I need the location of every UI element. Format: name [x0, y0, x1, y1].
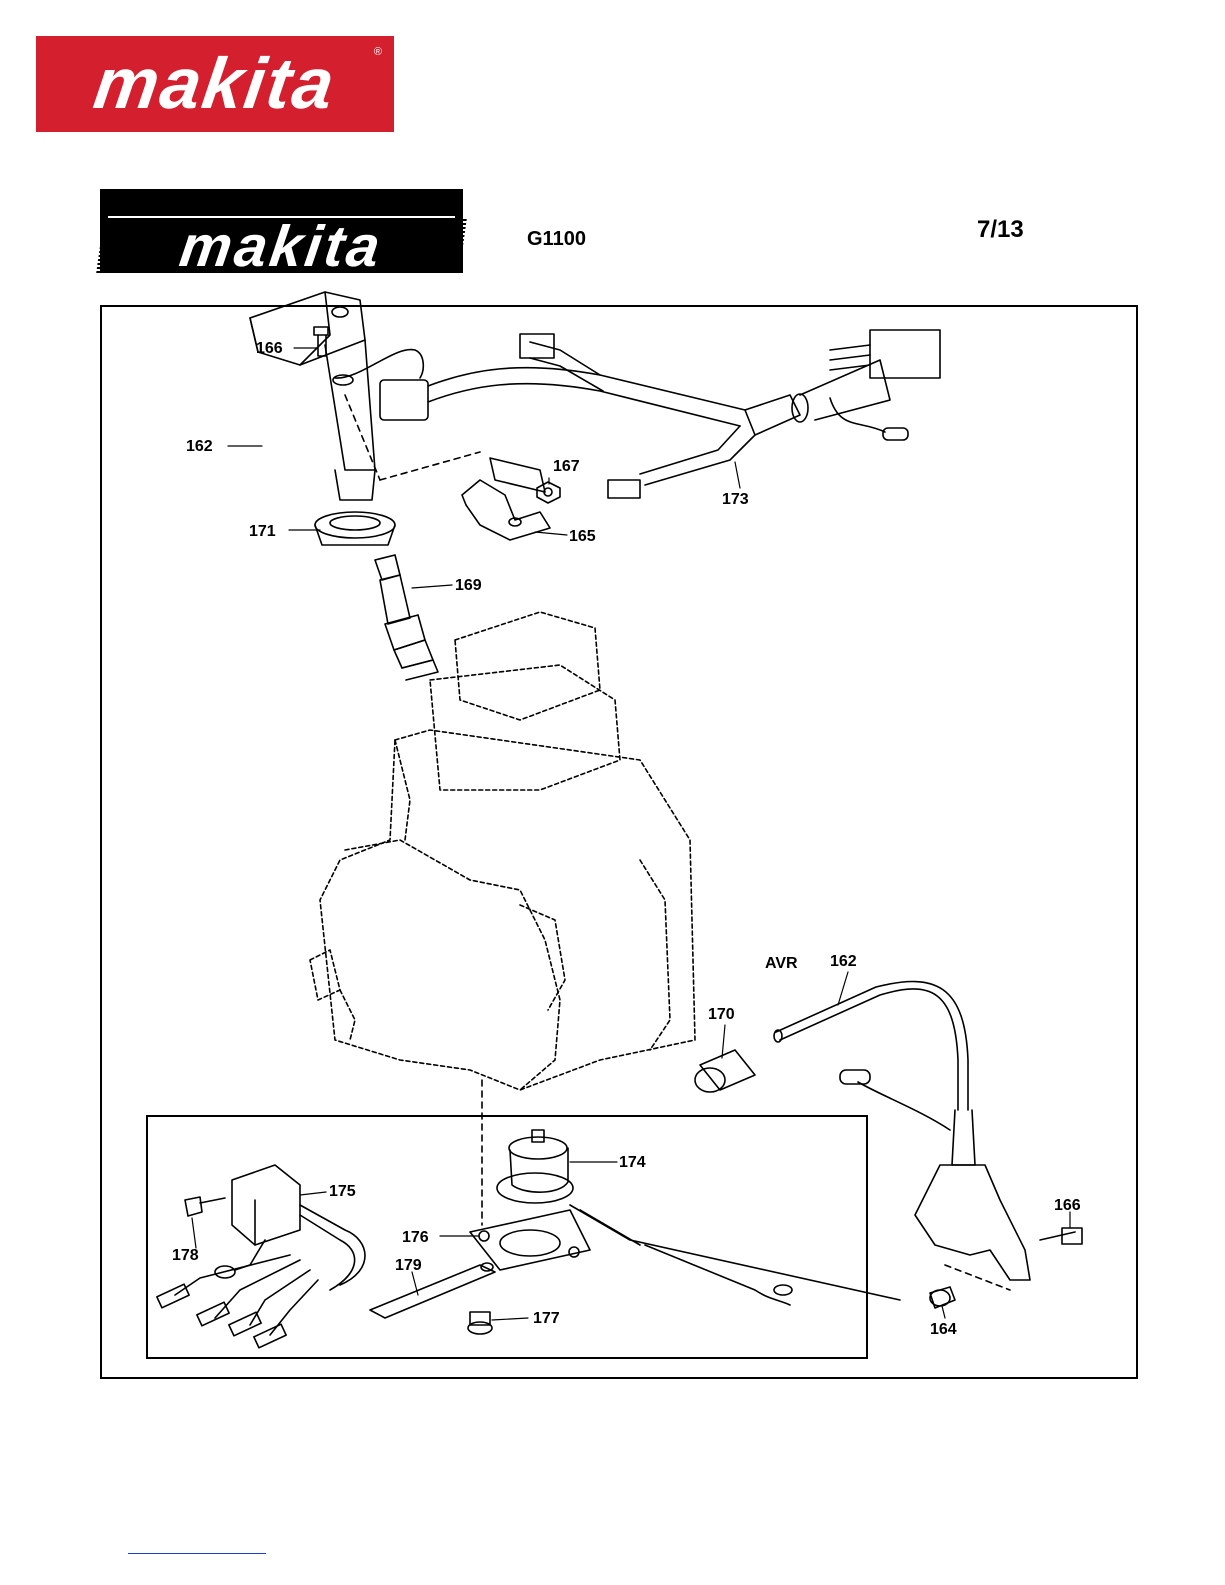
cap-170: [695, 1050, 755, 1092]
label-176: 176: [402, 1229, 429, 1246]
label-178: 178: [172, 1247, 199, 1264]
ignition-coil-cap: [250, 292, 375, 500]
label-173: 173: [722, 491, 749, 508]
label-171: 171: [249, 523, 276, 540]
grommet-171: [315, 512, 395, 545]
label-162-cap: 162: [186, 438, 213, 455]
ground-wire: [335, 350, 423, 379]
footer-link-underline[interactable]: [128, 1553, 266, 1554]
strip-179: [370, 1263, 495, 1318]
leader-lines: [192, 348, 1070, 1320]
label-avr: AVR: [765, 955, 798, 972]
label-170: 170: [708, 1006, 735, 1023]
label-165: 165: [569, 528, 596, 545]
label-169: 169: [455, 577, 482, 594]
screw-177: [468, 1312, 492, 1334]
label-177: 177: [533, 1310, 560, 1327]
label-164: 164: [930, 1321, 957, 1338]
label-166-top: 166: [256, 340, 283, 357]
wire-harness: [380, 330, 940, 498]
engine-block: [310, 612, 695, 1090]
label-175: 175: [329, 1183, 356, 1200]
label-174: 174: [619, 1154, 646, 1171]
nut-167: [537, 482, 560, 503]
label-179: 179: [395, 1257, 422, 1274]
avr-cable-162: [774, 982, 1082, 1290]
sensor-174: [497, 1130, 900, 1305]
bolt-178: [185, 1197, 225, 1216]
label-167: 167: [553, 458, 580, 475]
label-162-avr: 162: [830, 953, 857, 970]
dash-line: [380, 452, 480, 480]
nut-164: [930, 1287, 955, 1308]
label-166-bottom: 166: [1054, 1197, 1081, 1214]
spark-plug-169: [375, 555, 438, 680]
dash-line: [345, 395, 380, 480]
gasket-176: [470, 1210, 590, 1270]
